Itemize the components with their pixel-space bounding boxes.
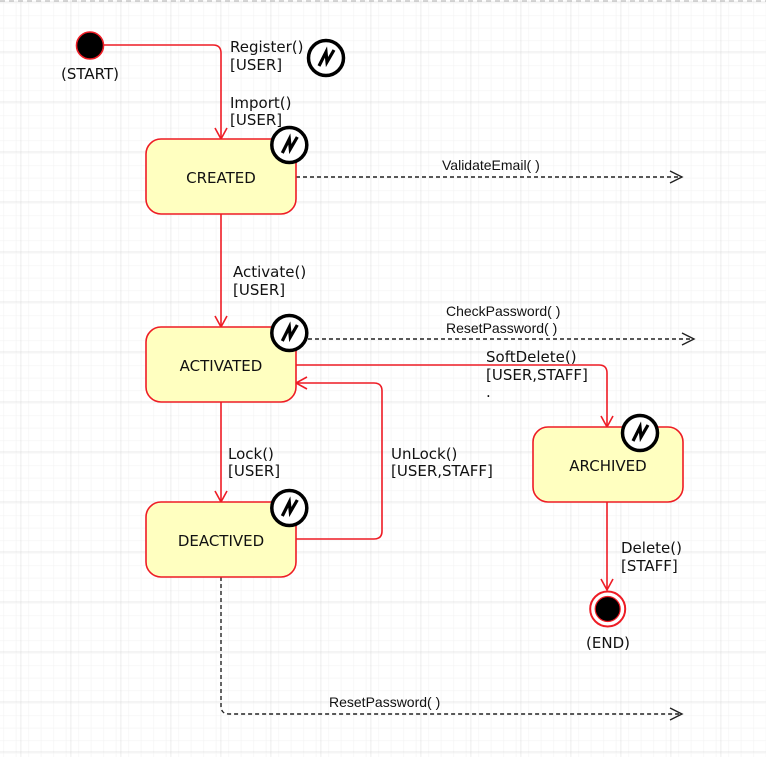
transition-label-import: Import() [USER] bbox=[230, 94, 292, 129]
lightning-bolt-circle-icon[interactable] bbox=[270, 125, 309, 165]
filled-circle-icon bbox=[75, 31, 105, 60]
guard-text: [USER,STAFF] bbox=[391, 462, 493, 480]
event-text: Lock() bbox=[228, 445, 274, 463]
guard-text: [USER] bbox=[228, 462, 280, 480]
action-label-check-password: CheckPassword( ) bbox=[446, 303, 560, 319]
action-label-reset-password: ResetPassword( ) bbox=[446, 320, 557, 336]
event-text: UnLock() bbox=[391, 445, 457, 463]
action-label-validate-email: ValidateEmail( ) bbox=[442, 157, 540, 173]
transition-label-unlock: UnLock() [USER,STAFF] bbox=[391, 445, 493, 480]
end-core bbox=[594, 595, 621, 623]
state-activated[interactable]: ACTIVATED bbox=[145, 326, 297, 403]
event-text: Import() bbox=[230, 94, 292, 112]
lightning-bolt-circle-icon[interactable] bbox=[270, 488, 309, 528]
open-arrowhead-icon bbox=[681, 332, 696, 346]
action-label-reset-password-deactived: ResetPassword( ) bbox=[329, 694, 440, 710]
internal-action-activated[interactable] bbox=[308, 332, 696, 346]
internal-action-deactived[interactable] bbox=[220, 577, 684, 721]
start-label: (START) bbox=[61, 65, 119, 83]
event-text: Delete() bbox=[621, 539, 682, 557]
state-created[interactable]: CREATED bbox=[145, 138, 297, 215]
lightning-bolt-circle-icon[interactable] bbox=[306, 38, 346, 78]
end-label: (END) bbox=[586, 634, 630, 652]
transition-label-activate: Activate() [USER] bbox=[233, 263, 306, 299]
state-label: CREATED bbox=[186, 169, 256, 187]
guard-text: [STAFF] bbox=[621, 557, 678, 575]
internal-action-created[interactable] bbox=[296, 170, 684, 184]
state-label: ACTIVATED bbox=[180, 357, 263, 375]
event-text: Activate() bbox=[233, 263, 306, 281]
guard-text: [USER] bbox=[230, 111, 282, 129]
guard-text: [USER,STAFF] bbox=[486, 366, 588, 384]
transition-archived-to-end[interactable] bbox=[600, 502, 614, 592]
arrowhead-icon bbox=[600, 578, 614, 592]
event-text: Register() bbox=[230, 38, 303, 56]
open-arrowhead-icon bbox=[669, 170, 684, 184]
state-deactived[interactable]: DEACTIVED bbox=[145, 501, 297, 578]
event-text: SoftDelete() bbox=[486, 348, 577, 366]
end-node[interactable] bbox=[589, 590, 627, 628]
transition-label-lock: Lock() [USER] bbox=[228, 445, 280, 480]
lightning-bolt-circle-icon[interactable] bbox=[620, 413, 660, 453]
state-label: ARCHIVED bbox=[569, 457, 646, 475]
extra-text: . bbox=[486, 383, 491, 401]
state-label: DEACTIVED bbox=[178, 532, 264, 550]
transition-label-delete: Delete() [STAFF] bbox=[621, 539, 682, 575]
guard-text: [USER] bbox=[233, 281, 285, 299]
guard-text: [USER] bbox=[230, 56, 282, 74]
transition-label-register: Register() [USER] bbox=[230, 38, 303, 74]
transition-label-soft-delete: SoftDelete() [USER,STAFF] . bbox=[486, 348, 588, 401]
start-node[interactable] bbox=[75, 31, 105, 60]
state-archived[interactable]: ARCHIVED bbox=[532, 426, 684, 503]
lightning-bolt-circle-icon[interactable] bbox=[270, 313, 309, 353]
open-arrowhead-icon bbox=[669, 707, 684, 721]
